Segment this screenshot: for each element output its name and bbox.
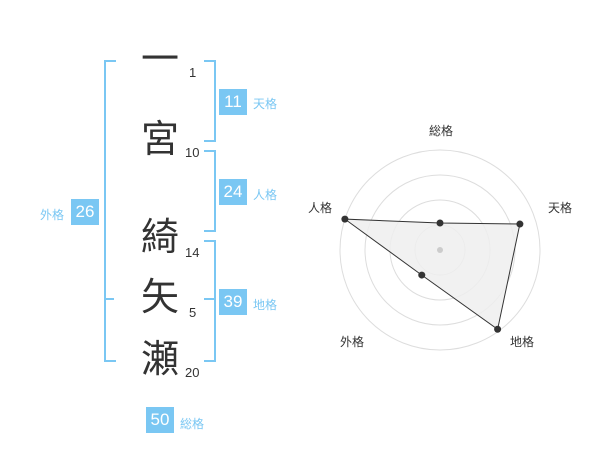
stroke-count-1: 1 (189, 65, 197, 80)
radar-axis-label-chikaku: 地格 (510, 334, 534, 349)
tenkaku-badge: 11 (219, 89, 247, 115)
gaikaku-badge: 26 (71, 199, 99, 225)
name-char-3: 綺 (141, 215, 180, 259)
radar-point-4 (341, 215, 349, 223)
soukaku-label: 総格 (180, 417, 205, 431)
stroke-count-5: 20 (185, 365, 200, 380)
gaikaku-bracket (104, 60, 116, 362)
chikaku-label: 地格 (253, 298, 278, 312)
radar-points (341, 215, 524, 333)
radar-axis-label-tenkaku: 天格 (548, 200, 572, 215)
name-char-4: 矢 (141, 275, 180, 319)
jinkaku-label: 人格 (253, 188, 278, 202)
name-char-5: 瀬 (141, 337, 180, 381)
tenkaku-label: 天格 (253, 97, 278, 111)
chikaku-mid-tick (204, 298, 214, 300)
chikaku-bracket (204, 240, 216, 362)
radar-center (437, 247, 443, 253)
name-char-2: 宮 (141, 117, 180, 161)
stroke-count-4: 5 (189, 305, 197, 320)
stroke-count-2: 10 (185, 145, 200, 160)
radar-point-1 (516, 220, 524, 228)
gaikaku-mid-tick-1 (104, 298, 114, 300)
chikaku-badge: 39 (219, 289, 247, 315)
radar-point-3 (418, 271, 426, 279)
gaikaku-label: 外格 (40, 208, 65, 222)
radar-polygon (343, 218, 521, 331)
jinkaku-badge: 24 (219, 179, 247, 205)
radar-point-2 (494, 325, 502, 333)
soukaku-badge: 50 (146, 407, 174, 433)
radar-axis-label-soukaku: 総格 (429, 123, 453, 138)
radar-ring (339, 149, 541, 351)
radar-axis-label-jinkaku: 人格 (308, 200, 332, 215)
tenkaku-bracket (204, 60, 216, 142)
radar-axis-label-gaikaku: 外格 (340, 334, 364, 349)
name-char-1: 一 (141, 37, 180, 81)
stroke-count-3: 14 (185, 245, 200, 260)
radar-point-0 (436, 219, 444, 227)
radar-ring (364, 174, 516, 326)
jinkaku-bracket (204, 150, 216, 232)
